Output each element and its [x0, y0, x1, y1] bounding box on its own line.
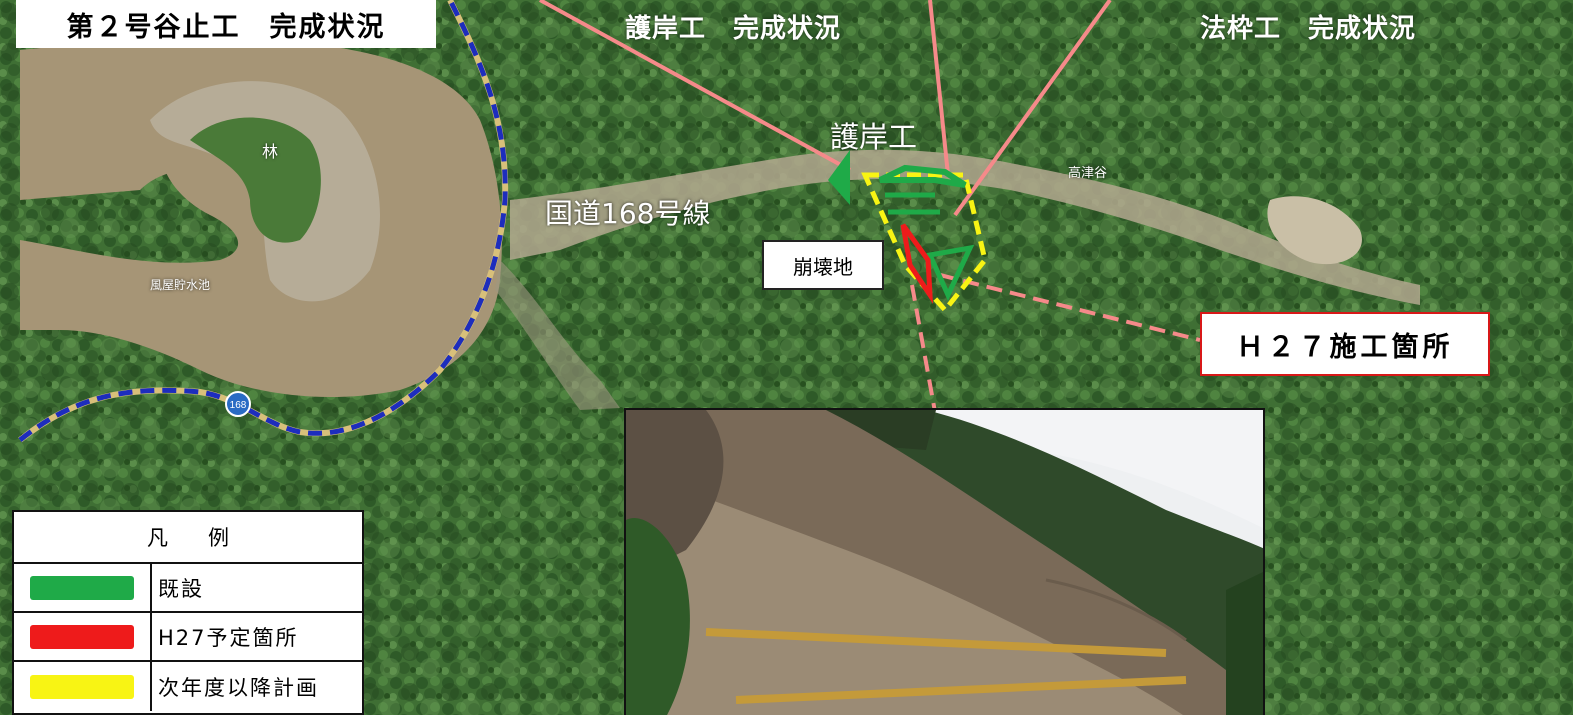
legend-row-existing: 既設 — [14, 564, 362, 613]
legend-label-h27: H27予定箇所 — [158, 625, 299, 650]
legend-swatch-h27 — [30, 624, 134, 649]
existing-revetment-marker — [828, 150, 850, 205]
valley-name-label: 高津谷 — [1068, 166, 1108, 181]
legend-swatch-future — [30, 674, 134, 699]
legend-row-h27: H27予定箇所 — [14, 613, 362, 662]
future-plan-outline — [861, 172, 988, 314]
legend-label-future: 次年度以降計画 — [158, 675, 319, 700]
existing-frame-marker — [926, 244, 975, 301]
legend-label-existing: 既設 — [158, 576, 204, 601]
slope-frame-photo — [624, 408, 1265, 715]
revetment-label: 護岸工 — [830, 120, 918, 154]
title-revetment-completion: 護岸工 完成状況 — [625, 14, 842, 44]
reservoir-label: 風屋貯水池 — [150, 278, 211, 292]
existing-check-dam-marker — [878, 164, 967, 188]
national-route-label: 国道168号線 — [545, 197, 711, 230]
h27-site-label: Ｈ２７施工箇所 — [1200, 312, 1490, 376]
title-slope-frame-completion: 法枠工 完成状況 — [1200, 14, 1417, 44]
h27-planned-marker — [900, 223, 934, 305]
title-check-dam-completion: 第２号谷止工 完成状況 — [16, 0, 436, 48]
legend-row-future: 次年度以降計画 — [14, 662, 362, 711]
route-shield-text: 168 — [230, 400, 247, 411]
legend-header: 凡例 — [14, 512, 362, 564]
legend-swatch-existing — [30, 575, 134, 600]
forest-label: 林 — [262, 142, 279, 161]
map-legend: 凡例 既設 H27予定箇所 次年度以降計画 — [12, 510, 364, 715]
collapse-area-label: 崩壊地 — [762, 240, 884, 290]
